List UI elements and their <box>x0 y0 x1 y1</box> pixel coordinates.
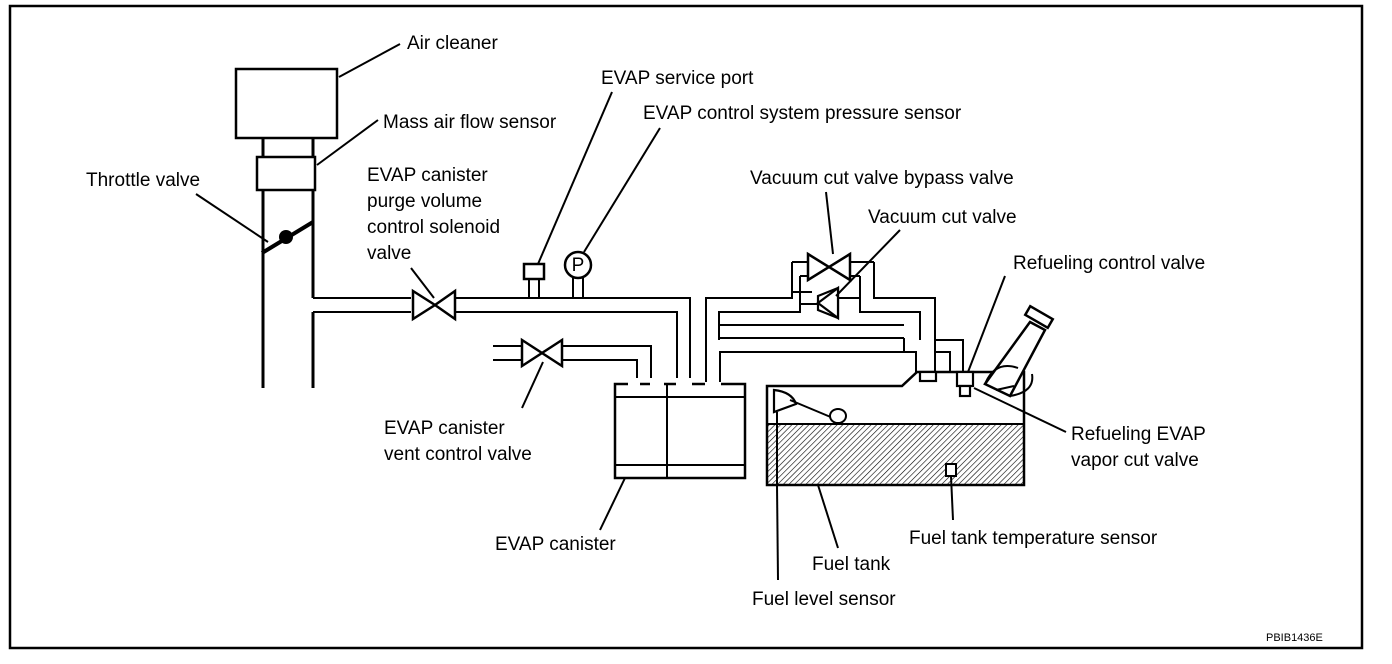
label-evap-canister: EVAP canister <box>495 534 616 555</box>
pressure-symbol: P <box>572 255 585 276</box>
pressure-sensor-icon: P <box>563 250 593 298</box>
vent-control-valve-icon <box>520 337 564 369</box>
label-purge-valve-line4: valve <box>367 243 411 264</box>
label-fuel-tank: Fuel tank <box>812 554 891 575</box>
fuel-level-sensor-icon <box>772 388 847 485</box>
label-vent-control-valve-line1: EVAP canister <box>384 418 505 439</box>
label-air-cleaner: Air cleaner <box>407 33 498 54</box>
label-purge-valve-line2: purge volume <box>367 191 482 212</box>
label-fuel-level-sensor: Fuel level sensor <box>752 589 896 610</box>
refueling-evap-vapor-cut-valve-icon <box>958 384 972 398</box>
label-fuel-tank-temp-sensor: Fuel tank temperature sensor <box>909 528 1158 549</box>
purge-line <box>313 297 691 382</box>
label-mass-air-flow-sensor: Mass air flow sensor <box>383 112 557 133</box>
label-throttle-valve: Throttle valve <box>86 170 200 191</box>
filler-neck-icon <box>983 304 1055 398</box>
fuel-tank <box>765 370 1026 487</box>
label-evap-service-port: EVAP service port <box>601 68 754 89</box>
mass-air-flow-sensor-box <box>255 155 317 192</box>
label-refueling-control-valve: Refueling control valve <box>1013 253 1205 274</box>
label-evap-pressure-sensor: EVAP control system pressure sensor <box>643 103 962 124</box>
label-purge-valve-line3: control solenoid <box>367 217 500 238</box>
fuel-tank-temp-sensor-icon <box>945 463 957 477</box>
label-refueling-vapor-cut-line1: Refueling EVAP <box>1071 424 1206 445</box>
refueling-control-valve-icon <box>955 370 975 388</box>
label-purge-valve-line1: EVAP canister <box>367 165 488 186</box>
throttle-valve-icon <box>260 220 315 255</box>
purge-valve-icon <box>411 288 457 322</box>
vacuum-cut-bypass-valve-icon <box>792 251 874 283</box>
vent-line <box>493 345 652 382</box>
label-vent-control-valve-line2: vent control valve <box>384 444 532 465</box>
evap-canister-body <box>613 378 747 480</box>
leader-lines <box>195 43 1067 581</box>
vacuum-cut-valve-icon <box>792 285 860 321</box>
evap-service-port-icon <box>522 262 546 298</box>
vacuum-cut-valve-port <box>918 370 938 383</box>
figure-frame <box>8 4 1364 650</box>
label-vacuum-cut-valve: Vacuum cut valve <box>868 207 1017 228</box>
label-vacuum-cut-bypass-valve: Vacuum cut valve bypass valve <box>750 168 1014 189</box>
tank-vapor-lines <box>705 262 964 382</box>
label-refueling-vapor-cut-line2: vapor cut valve <box>1071 450 1199 471</box>
air-cleaner-box <box>234 67 339 140</box>
figure-code: PBIB1436E <box>1266 632 1323 644</box>
